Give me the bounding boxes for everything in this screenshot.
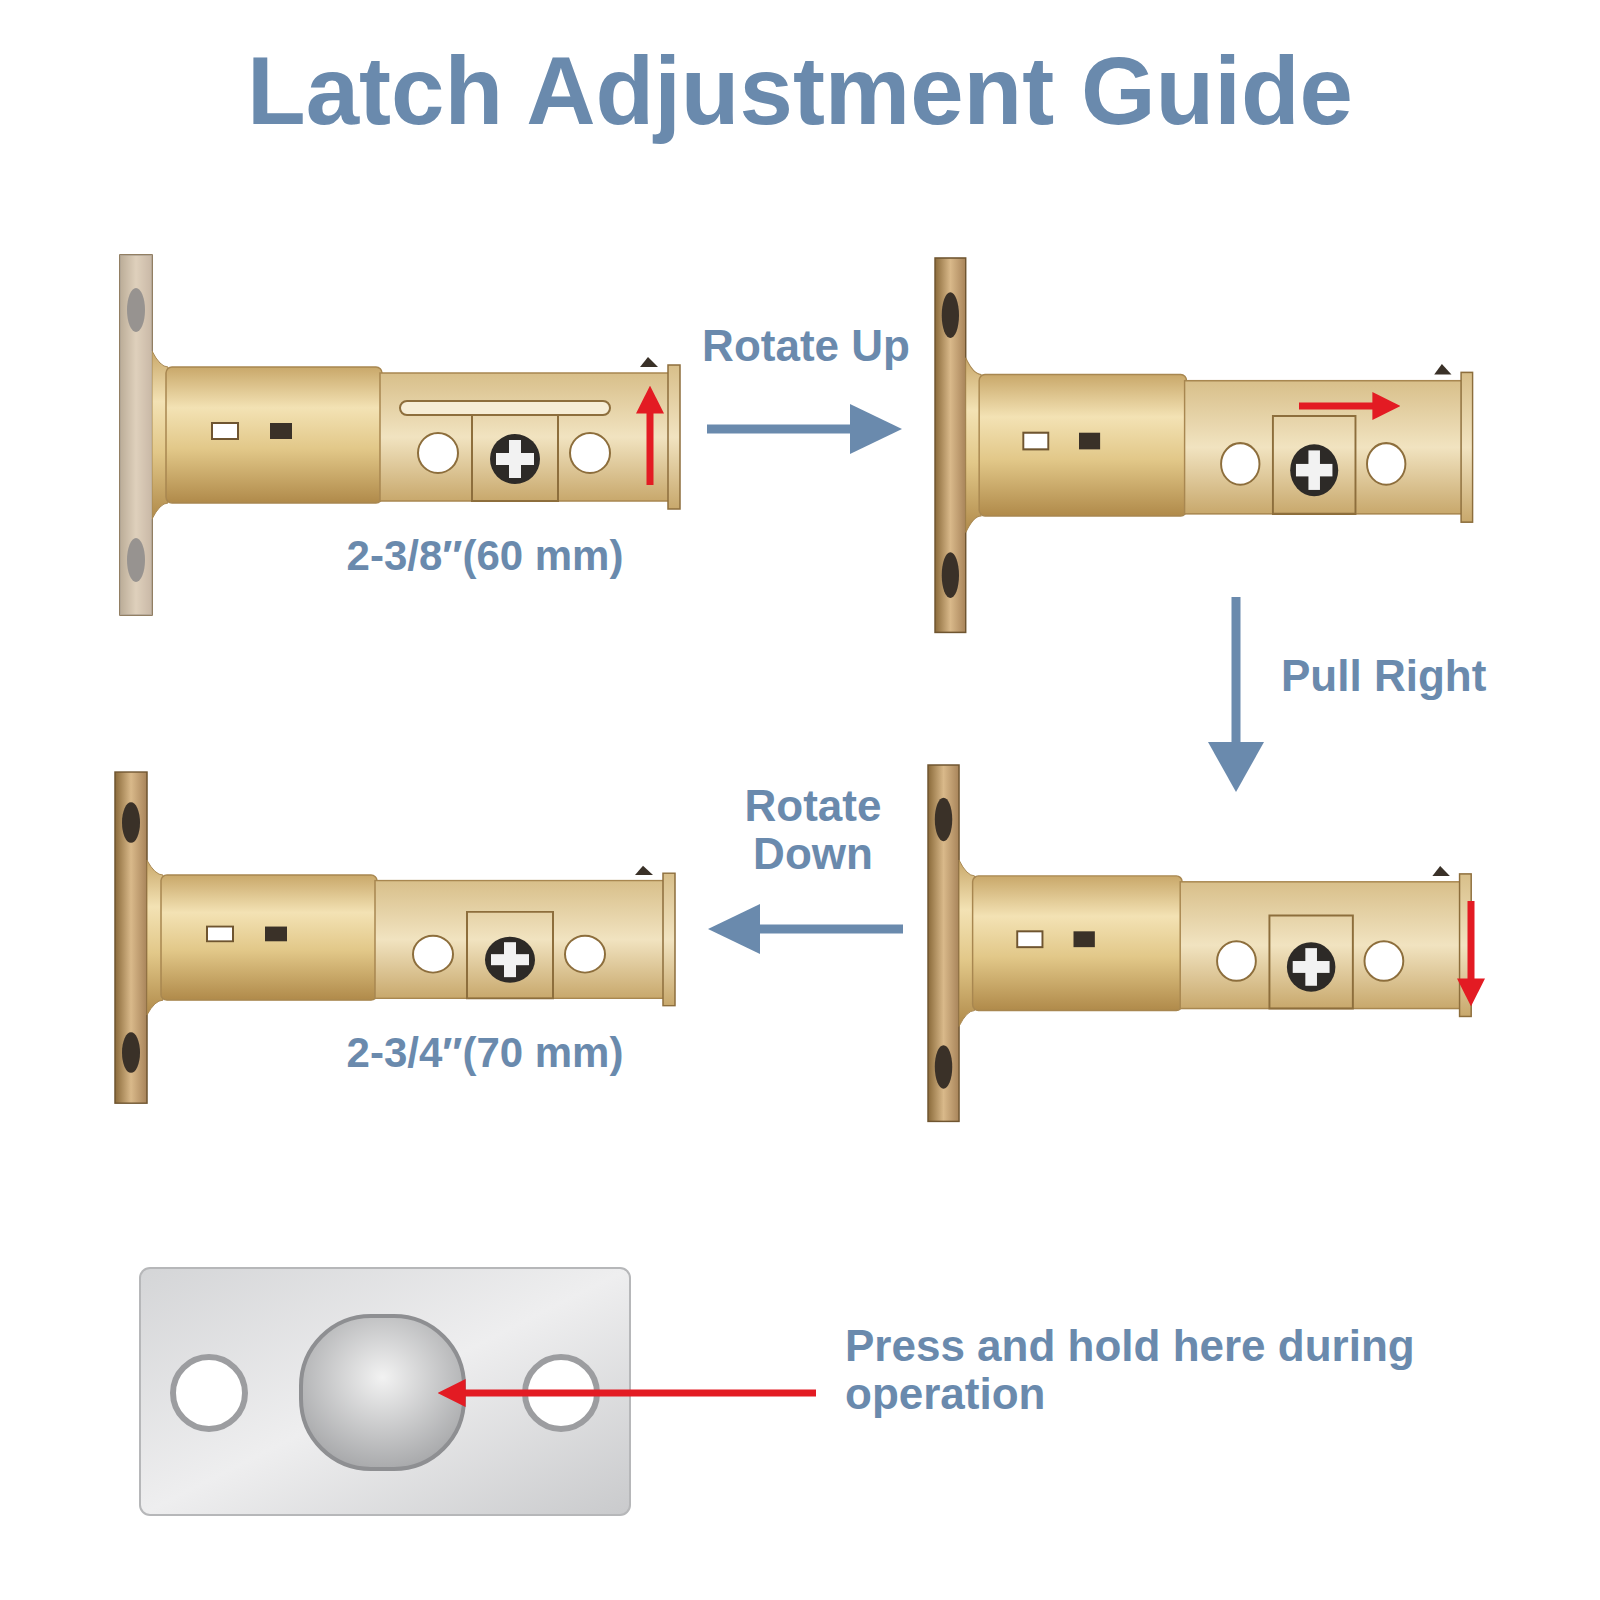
rotate-arrow (647, 408, 654, 485)
leader-arrow (460, 1390, 816, 1397)
flow-arrow (707, 404, 1264, 954)
dimension-label: 2-3/8″(60 mm) (275, 533, 695, 579)
latch-step-3 (928, 765, 1471, 1121)
step-label: Pull Right (1281, 652, 1581, 700)
pull-arrow (1299, 403, 1378, 410)
note-text: Press and hold here during operation (845, 1322, 1495, 1419)
rotate-arrow (1468, 901, 1475, 984)
dimension-label: 2-3/4″(70 mm) (275, 1030, 695, 1076)
latch-step-2 (935, 258, 1473, 632)
title: Latch Adjustment Guide (0, 38, 1600, 144)
step-label: Rotate Down (718, 782, 908, 879)
step-label: Rotate Up (676, 322, 936, 370)
